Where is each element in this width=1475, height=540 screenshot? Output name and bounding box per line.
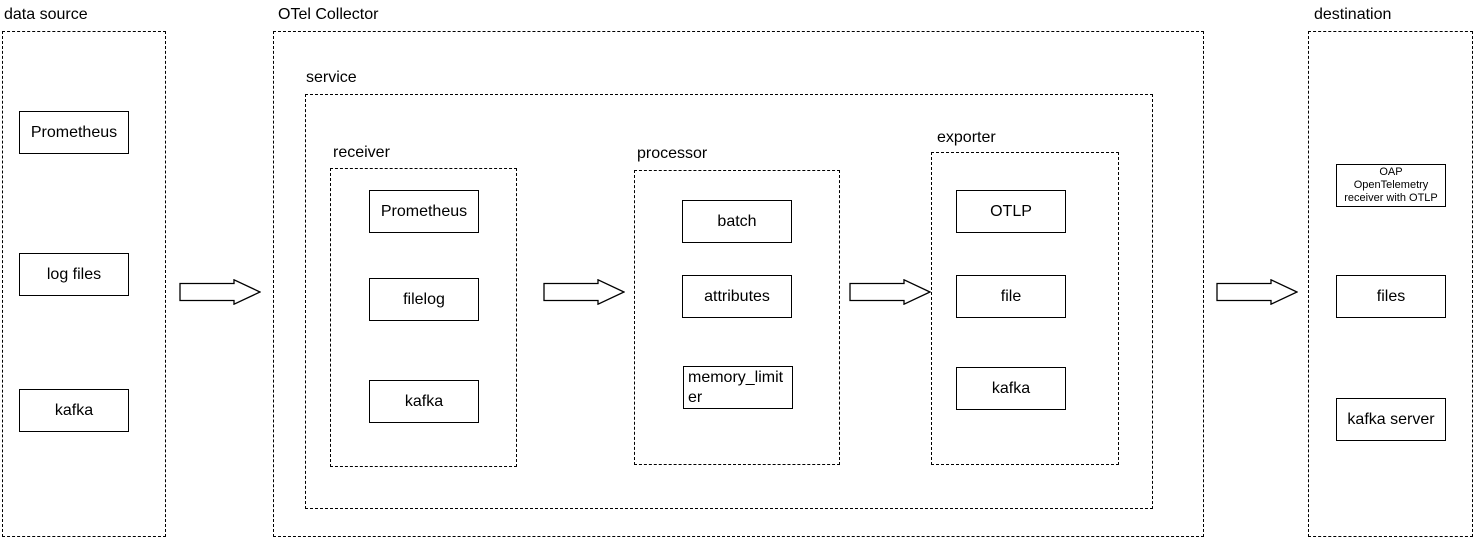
node-datasource-kafka: kafka — [19, 389, 129, 432]
node-receiver-prometheus: Prometheus — [369, 190, 479, 233]
flow-arrow-receiver-to-processor — [543, 279, 625, 305]
processor-frame — [634, 170, 840, 465]
right-block-arrow-icon — [179, 279, 261, 305]
node-processor-attributes: attributes — [682, 275, 792, 318]
data-source-frame — [2, 31, 166, 537]
node-exporter-kafka: kafka — [956, 367, 1066, 410]
service-label: service — [306, 69, 357, 86]
node-destination-kafka-server: kafka server — [1336, 398, 1446, 441]
flow-arrow-datasource-to-collector — [179, 279, 261, 305]
otel-collector-label: OTel Collector — [278, 6, 379, 23]
exporter-frame — [931, 152, 1119, 465]
flow-arrow-collector-to-destination — [1216, 279, 1298, 305]
node-receiver-kafka: kafka — [369, 380, 479, 423]
node-receiver-filelog: filelog — [369, 278, 479, 321]
node-destination-oap-otlp-receiver: OAP OpenTelemetry receiver with OTLP — [1336, 164, 1446, 207]
flow-arrow-processor-to-exporter — [849, 279, 931, 305]
receiver-frame — [330, 168, 517, 467]
destination-frame — [1308, 31, 1473, 537]
right-block-arrow-icon — [1216, 279, 1298, 305]
right-block-arrow-icon — [849, 279, 931, 305]
otel-collector-frame — [273, 31, 1204, 537]
service-frame — [305, 94, 1153, 509]
node-datasource-log-files: log files — [19, 253, 129, 296]
node-destination-files: files — [1336, 275, 1446, 318]
node-exporter-file: file — [956, 275, 1066, 318]
node-processor-memory-limiter: memory_limiter — [683, 366, 793, 409]
node-datasource-prometheus: Prometheus — [19, 111, 129, 154]
node-processor-batch: batch — [682, 200, 792, 243]
destination-label: destination — [1314, 6, 1392, 23]
node-exporter-otlp: OTLP — [956, 190, 1066, 233]
receiver-label: receiver — [333, 144, 390, 161]
exporter-label: exporter — [937, 129, 996, 146]
data-source-label: data source — [4, 6, 88, 23]
right-block-arrow-icon — [543, 279, 625, 305]
processor-label: processor — [637, 145, 708, 162]
